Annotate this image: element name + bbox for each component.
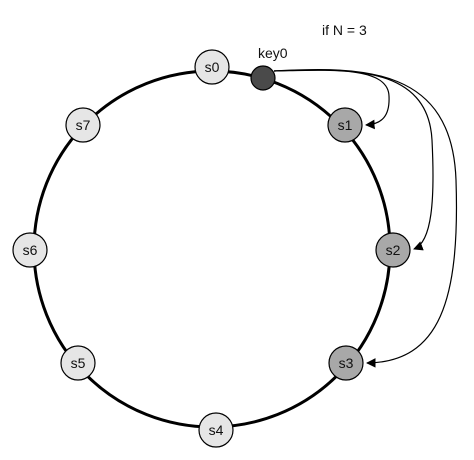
replication-arrow-s3 [273,68,458,368]
server-node-s3[interactable]: s3 [328,345,364,381]
key-node-key0[interactable]: key0 [250,45,288,91]
server-node-s6[interactable]: s6 [12,232,48,268]
server-node-s5[interactable]: s5 [60,345,96,381]
replication-arrow-s2 [273,69,434,251]
key-dot [250,65,276,91]
server-node-s2[interactable]: s2 [375,232,411,268]
server-label: s4 [209,422,224,438]
server-node-s1[interactable]: s1 [327,107,363,143]
server-label: s6 [23,242,38,258]
server-node-s0[interactable]: s0 [194,49,230,85]
replication-arrows [273,68,458,368]
server-label: s2 [386,242,401,258]
server-node-s7[interactable]: s7 [65,107,101,143]
server-label: s3 [339,355,354,371]
replication-caption: if N = 3 [322,22,367,38]
server-label: s1 [338,117,353,133]
server-node-s4[interactable]: s4 [198,412,234,448]
key-label: key0 [258,45,288,61]
server-label: s0 [205,59,220,75]
server-nodes: s0 s1 s2 s3 s4 s5 s6 s7 [12,49,411,448]
server-label: s5 [71,355,86,371]
server-label: s7 [76,117,91,133]
